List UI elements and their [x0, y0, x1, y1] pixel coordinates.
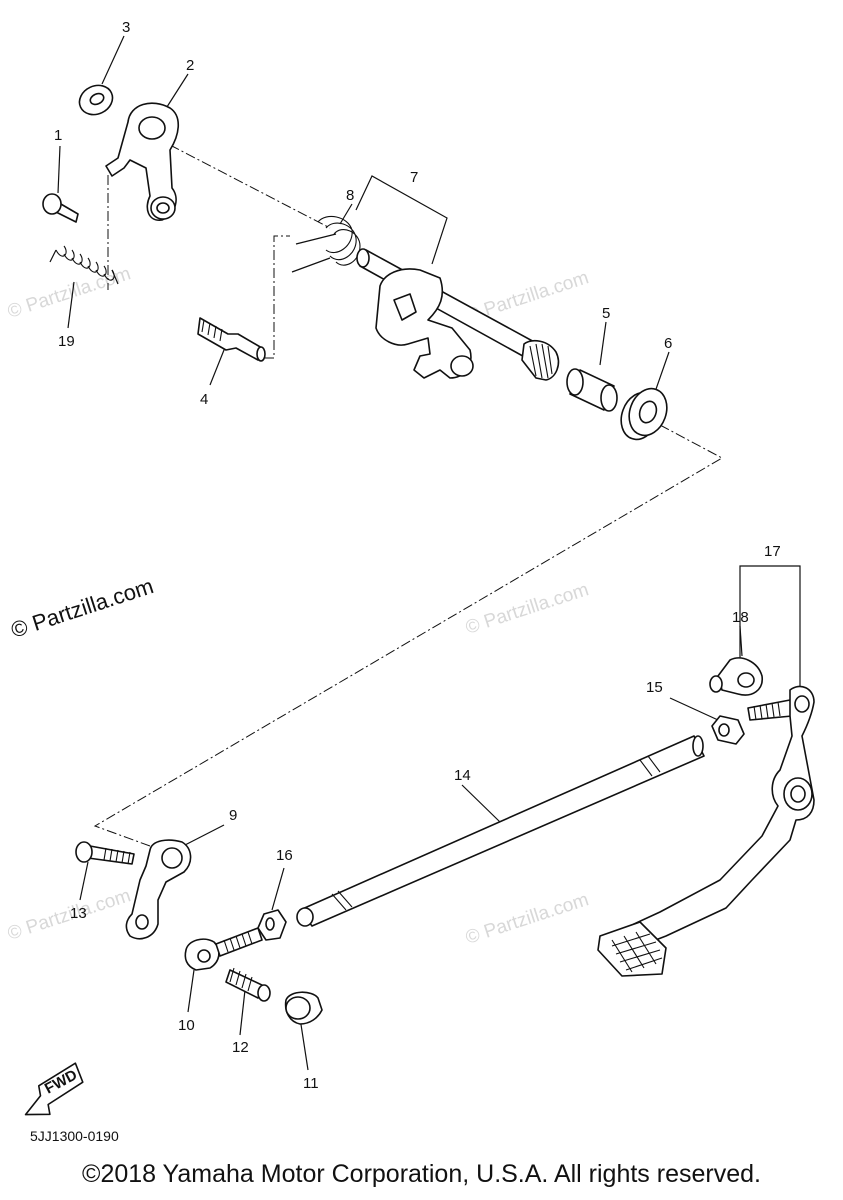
spring-part-19: [49, 245, 119, 285]
nut-part-15: [711, 715, 745, 745]
shift-arm-part-9: [125, 839, 192, 940]
watermark: © Partzilla.com: [463, 579, 591, 639]
leader-lines: [57, 35, 801, 1071]
alignment-lines: [93, 144, 724, 847]
callout-16: 16: [276, 847, 293, 864]
stud-bolt-part-4: [197, 317, 266, 362]
callout-17: 17: [764, 543, 781, 560]
shift-pedal-part-17: [597, 685, 815, 977]
callout-2: 2: [186, 57, 194, 74]
bolt-part-12: [225, 967, 271, 1002]
shift-rod-part-14: [296, 735, 705, 927]
callout-19: 19: [58, 333, 75, 350]
callout-10: 10: [178, 1017, 195, 1034]
cap-part-11: [284, 991, 323, 1025]
shift-arm-part-2: [105, 102, 180, 221]
washer-part-3: [78, 84, 114, 116]
callout-13: 13: [70, 905, 87, 922]
shift-shaft-part-7: [356, 248, 560, 381]
callout-15: 15: [646, 679, 663, 696]
torsion-spring-part-8: [291, 215, 361, 273]
partzilla-watermark: © Partzilla.com: [8, 573, 157, 643]
callout-18: 18: [732, 609, 749, 626]
callout-7: 7: [410, 169, 418, 186]
callout-9: 9: [229, 807, 237, 824]
nut-part-16: [257, 909, 287, 941]
callout-6: 6: [664, 335, 672, 352]
diagram-code: 5JJ1300-0190: [30, 1128, 119, 1144]
fwd-arrow-icon: FWD: [24, 1062, 84, 1116]
callout-numbers: 1 2 3 4 5 6 7 8 9 10 11 12 13 14 15 16 1…: [54, 19, 781, 1092]
callout-3: 3: [122, 19, 130, 36]
bolt-part-13: [75, 841, 135, 865]
callout-1: 1: [54, 127, 62, 144]
watermark: © Partzilla.com: [5, 263, 133, 323]
pin-part-1: [42, 193, 79, 223]
oil-seal-part-6: [620, 387, 668, 441]
callout-5: 5: [602, 305, 610, 322]
callout-8: 8: [346, 187, 354, 204]
copyright-notice: ©2018 Yamaha Motor Corporation, U.S.A. A…: [82, 1160, 761, 1188]
callout-12: 12: [232, 1039, 249, 1056]
callout-11: 11: [303, 1075, 319, 1092]
callout-14: 14: [454, 767, 471, 784]
callout-4: 4: [200, 391, 208, 408]
watermark: © Partzilla.com: [463, 889, 591, 949]
collar-part-5: [566, 368, 618, 412]
rod-end-part-18: [709, 657, 763, 696]
rod-end-part-10: [184, 927, 263, 971]
